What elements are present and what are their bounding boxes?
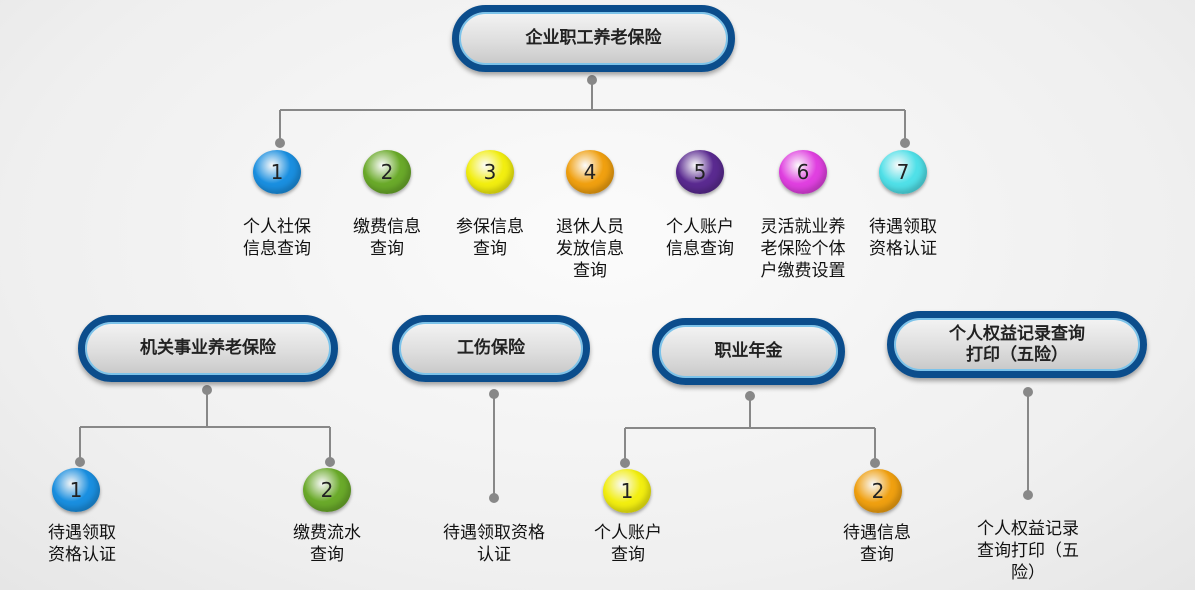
item-number-badge[interactable]: 3 xyxy=(466,150,514,194)
item-number-badge[interactable]: 6 xyxy=(779,150,827,194)
item-number-badge[interactable]: 2 xyxy=(363,150,411,194)
root-connectors xyxy=(275,75,910,148)
group4-connectors xyxy=(1023,387,1033,500)
group3-connectors xyxy=(620,391,880,468)
group2-connectors xyxy=(489,389,499,503)
item-label[interactable]: 参保信息 查询 xyxy=(456,217,524,259)
item-label[interactable]: 缴费信息 查询 xyxy=(353,217,421,259)
group-node-rights-record[interactable]: 个人权益记录查询 打印（五险） xyxy=(887,311,1147,378)
item-number-badge[interactable]: 2 xyxy=(854,469,902,513)
item-number-badge[interactable]: 2 xyxy=(303,468,351,512)
group-node-injury-insurance[interactable]: 工伤保险 xyxy=(392,315,590,382)
item-number-badge[interactable]: 1 xyxy=(603,469,651,513)
item-label[interactable]: 待遇领取资格 认证 xyxy=(443,523,545,565)
item-label[interactable]: 缴费流水 查询 xyxy=(293,523,361,565)
item-number-badge[interactable]: 1 xyxy=(253,150,301,194)
item-label[interactable]: 灵活就业养 老保险个体 户缴费设置 xyxy=(760,217,846,281)
item-number-badge[interactable]: 5 xyxy=(676,150,724,194)
group-node-civil-pension[interactable]: 机关事业养老保险 xyxy=(78,315,338,382)
item-number-badge[interactable]: 1 xyxy=(52,468,100,512)
root-node[interactable]: 企业职工养老保险 xyxy=(452,5,735,72)
item-label[interactable]: 个人账户 信息查询 xyxy=(666,217,734,259)
item-number-badge[interactable]: 4 xyxy=(566,150,614,194)
item-label[interactable]: 退休人员 发放信息 查询 xyxy=(556,217,624,281)
item-label[interactable]: 待遇信息 查询 xyxy=(843,523,911,565)
group1-connectors xyxy=(75,385,335,467)
item-label[interactable]: 待遇领取 资格认证 xyxy=(48,523,116,565)
item-label[interactable]: 个人账户 查询 xyxy=(594,523,662,565)
item-label[interactable]: 待遇领取 资格认证 xyxy=(869,217,937,259)
item-label[interactable]: 个人社保 信息查询 xyxy=(243,217,311,259)
item-label[interactable]: 个人权益记录 查询打印（五 险） xyxy=(977,519,1079,583)
group-node-occupational-annuity[interactable]: 职业年金 xyxy=(652,318,845,385)
item-number-badge[interactable]: 7 xyxy=(879,150,927,194)
